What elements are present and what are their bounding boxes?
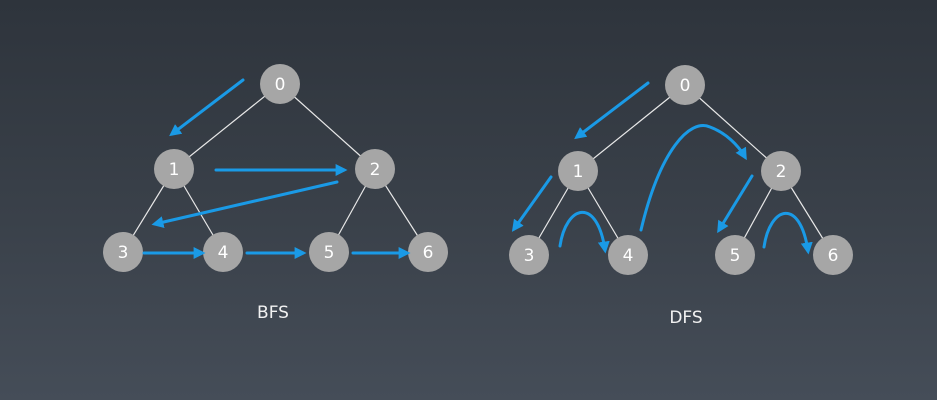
dfs-arrow-1-to-3 bbox=[511, 175, 553, 232]
dfs-arrow-2-to-5 bbox=[717, 174, 754, 234]
dfs-node-4-label: 4 bbox=[623, 246, 634, 266]
bfs-node-4-label: 4 bbox=[218, 243, 229, 263]
bfs-node-1: 1 bbox=[154, 149, 194, 189]
bfs-node-4: 4 bbox=[203, 232, 243, 272]
dfs-node-0: 0 bbox=[665, 65, 705, 105]
dfs-arrow-5-to-6 bbox=[762, 211, 813, 255]
dfs-caption: DFS bbox=[669, 308, 702, 328]
dfs-arrows bbox=[511, 81, 813, 255]
bfs-arrow-2-to-3 bbox=[151, 180, 339, 228]
dfs-node-6-label: 6 bbox=[828, 246, 839, 266]
bfs-node-6: 6 bbox=[408, 232, 448, 272]
bfs-arrow-0-to-1 bbox=[169, 78, 245, 137]
dfs-node-2: 2 bbox=[761, 151, 801, 191]
dfs-node-5: 5 bbox=[715, 235, 755, 275]
bfs-node-0: 0 bbox=[260, 64, 300, 104]
bfs-arrows bbox=[142, 78, 411, 259]
dfs-tree: 0 1 2 3 4 5 6 bbox=[509, 65, 853, 328]
dfs-node-3: 3 bbox=[509, 235, 549, 275]
bfs-tree: 0 1 2 3 4 5 6 bbox=[103, 64, 448, 323]
dfs-node-1: 1 bbox=[558, 151, 598, 191]
dfs-node-5-label: 5 bbox=[730, 246, 741, 266]
bfs-node-3-label: 3 bbox=[118, 243, 129, 263]
bfs-node-3: 3 bbox=[103, 232, 143, 272]
bfs-edge-0-1 bbox=[173, 83, 281, 170]
bfs-edge-0-2 bbox=[279, 83, 376, 170]
dfs-node-6: 6 bbox=[813, 235, 853, 275]
dfs-node-2-label: 2 bbox=[776, 162, 787, 182]
bfs-caption: BFS bbox=[257, 303, 289, 323]
dfs-edge-0-1 bbox=[577, 84, 686, 172]
dfs-node-0-label: 0 bbox=[680, 76, 691, 96]
bfs-node-0-label: 0 bbox=[275, 75, 286, 95]
dfs-nodes: 0 1 2 3 4 5 6 bbox=[509, 65, 853, 275]
bfs-node-2-label: 2 bbox=[370, 160, 381, 180]
dfs-arrow-3-to-4 bbox=[558, 210, 610, 254]
bfs-node-5: 5 bbox=[309, 232, 349, 272]
dfs-node-3-label: 3 bbox=[524, 246, 535, 266]
dfs-node-1-label: 1 bbox=[573, 162, 584, 182]
bfs-node-1-label: 1 bbox=[169, 160, 180, 180]
dfs-node-4: 4 bbox=[608, 235, 648, 275]
bfs-node-5-label: 5 bbox=[324, 243, 335, 263]
dfs-edge-0-2 bbox=[684, 84, 782, 172]
bfs-nodes: 0 1 2 3 4 5 6 bbox=[103, 64, 448, 272]
bfs-node-2: 2 bbox=[355, 149, 395, 189]
bfs-node-6-label: 6 bbox=[423, 243, 434, 263]
dfs-arrow-0-to-1 bbox=[574, 81, 650, 140]
dfs-arrow-4-to-2 bbox=[639, 124, 747, 232]
